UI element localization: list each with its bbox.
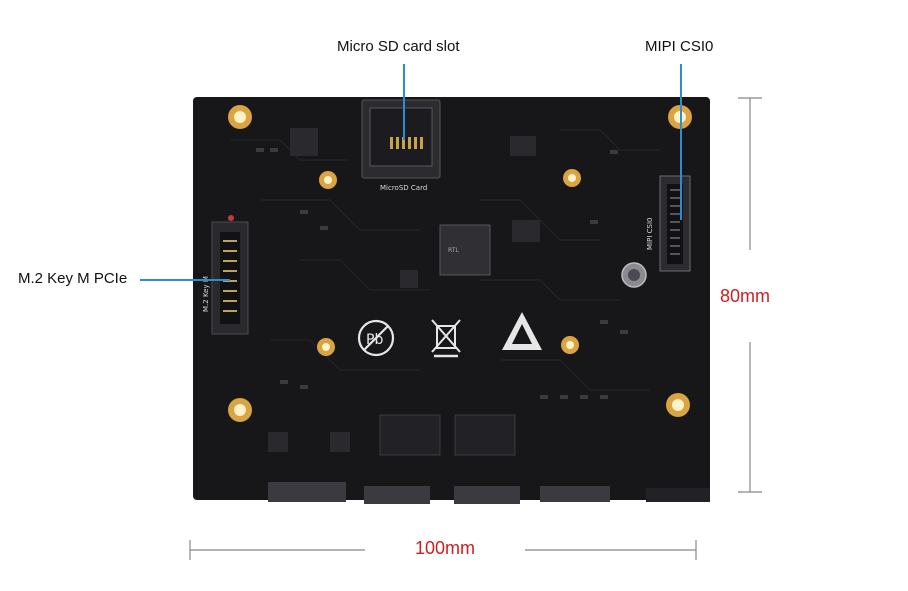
mipi-csi-connector: MIPI CSI0 [621,175,691,288]
mipi-callout-label: MIPI CSI0 [645,38,714,55]
mipi-silkscreen: MIPI CSI0 [646,218,654,250]
height-dimension-label: 80mm [720,286,771,306]
m2-callout-label: M.2 Key M PCIe [18,270,128,287]
m2-connector: M.2 Key M [202,215,249,335]
compliance-symbols: Pb [357,312,542,358]
pcb-board: MicroSD Card M.2 Key M [193,97,710,504]
m2-silkscreen: M.2 Key M [202,276,210,312]
bottom-connectors [268,414,710,504]
microsd-slot: MicroSD Card [361,99,441,192]
width-dimension-line [189,540,697,560]
width-dimension-label: 100mm [415,538,476,558]
svg-text:RTL: RTL [448,247,459,254]
callout-lines [140,64,682,281]
microsd-silkscreen: MicroSD Card [380,184,427,192]
main-chip: RTL [290,128,540,288]
height-dimension-line [738,97,762,493]
microsd-callout-label: Micro SD card slot [337,38,460,55]
